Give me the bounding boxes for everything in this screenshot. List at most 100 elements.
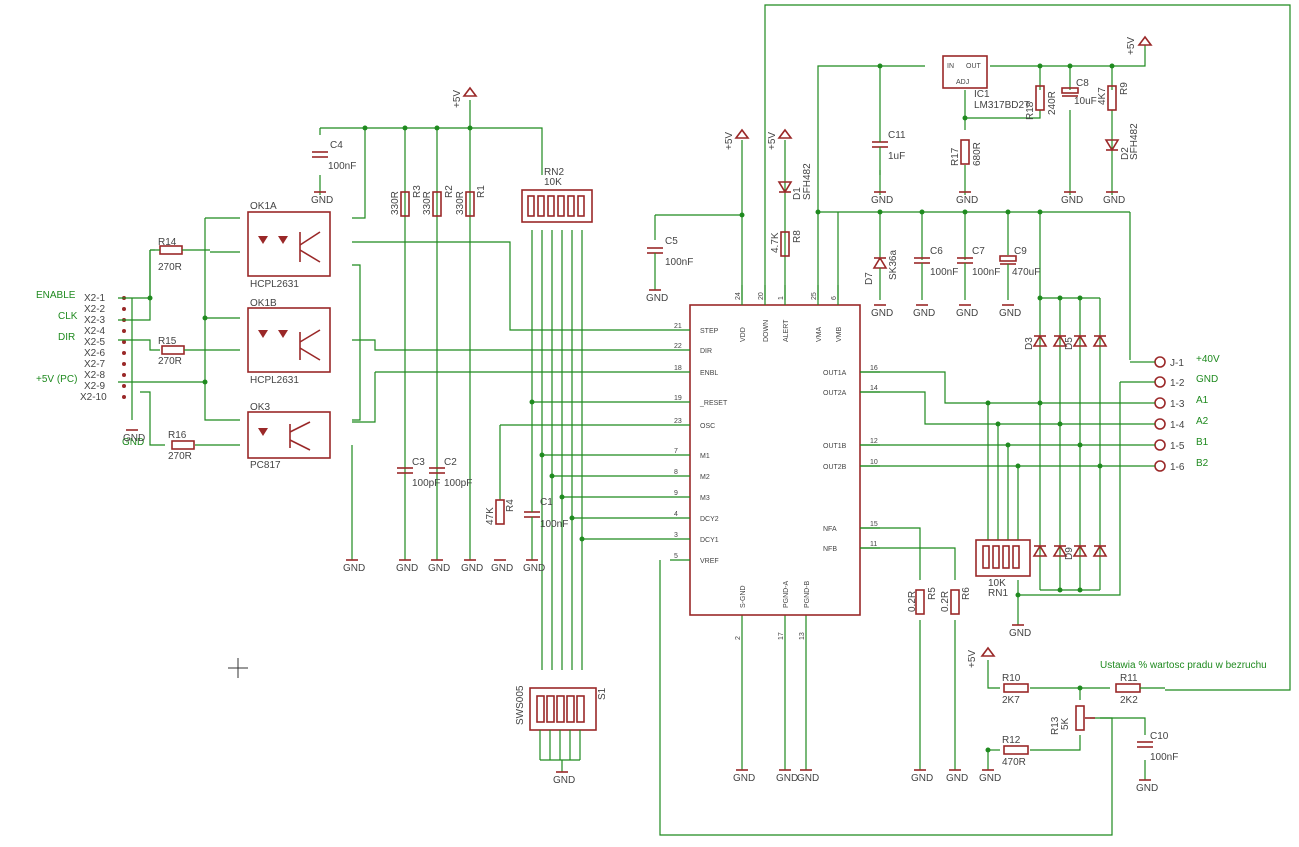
svg-text:D5: D5	[1064, 337, 1075, 350]
ic-pin-number: 21	[674, 323, 682, 330]
dip-switch-s1: S1 SWS005	[515, 685, 608, 772]
terminal-pin	[1154, 376, 1166, 388]
capacitor-c11: C11 1uF	[872, 120, 906, 175]
svg-text:C11: C11	[888, 130, 906, 141]
ic-pin-name: VDD	[740, 327, 747, 342]
svg-text:330R: 330R	[455, 191, 466, 215]
x2-pin-label: X2-10	[80, 392, 107, 403]
terminal-pin-label: J-1	[1170, 358, 1184, 369]
diode-d7: D7 SK36a	[864, 250, 899, 300]
svg-text:+5V: +5V	[724, 132, 735, 150]
x2-pin-label: X2-5	[84, 337, 106, 348]
resistor-r15: R15 270R	[158, 336, 210, 367]
capacitor-c6: C6 100nF	[914, 246, 958, 300]
resistor-r1: R1 330R	[455, 185, 487, 217]
ic-pin-number: 2	[735, 636, 742, 640]
svg-text:OK1A: OK1A	[250, 201, 277, 212]
svg-text:470R: 470R	[1002, 757, 1026, 768]
svg-text:R3: R3	[412, 185, 423, 198]
ic-pin-name: PGND-A	[783, 580, 790, 608]
diode-d1: D1 SFH482	[777, 163, 813, 200]
terminal-pin-label: 1-6	[1170, 462, 1185, 473]
svg-text:240R: 240R	[1047, 91, 1058, 115]
terminal-pin	[1154, 356, 1166, 368]
x2-pin-label: X2-6	[84, 348, 106, 359]
gnd-label: GND	[396, 563, 418, 574]
gnd-label: GND	[913, 308, 935, 319]
capacitor-c8: C8 10uF	[1061, 78, 1097, 107]
resistor-network-rn1: 10K RN1	[975, 539, 1031, 599]
regulator-ic1: IN OUT ADJ IC1 LM317BD2T	[942, 55, 1030, 111]
svg-text:R12: R12	[1002, 735, 1021, 746]
resistor-r16: R16 270R	[168, 430, 195, 462]
ic-pin-name: S-GND	[740, 585, 747, 608]
ic-pin-number: 6	[831, 296, 838, 300]
supply-5v-r9: +5V	[1126, 35, 1153, 55]
ic-pin-number: 23	[674, 418, 682, 425]
svg-text:R13: R13	[1050, 716, 1061, 735]
capacitor-c10: C10 100nF	[1137, 731, 1178, 763]
ic-pin-name: OUT2B	[823, 464, 847, 471]
svg-text:R10: R10	[1002, 673, 1021, 684]
ic-pin-number: 5	[674, 553, 678, 560]
svg-text:R4: R4	[505, 499, 516, 512]
svg-text:R1: R1	[476, 185, 487, 198]
potentiometer-r13: R13 5K	[1050, 705, 1095, 735]
annotation-idle-current: Ustawia % wartosc pradu w bezruchu	[1100, 660, 1267, 671]
svg-text:D7: D7	[864, 272, 875, 285]
resistor-r17: R17 680R	[950, 139, 983, 166]
svg-text:IN: IN	[947, 63, 954, 70]
optocoupler-ok3: OK3 PC817	[247, 402, 331, 471]
svg-text:270R: 270R	[168, 451, 192, 462]
supply-5v-r8: +5V	[767, 128, 793, 150]
gnd-label: GND	[122, 437, 144, 448]
ic-pin-number: 13	[799, 632, 806, 640]
ic-pin-number: 3	[674, 532, 678, 539]
resistor-r4: R4 47K	[485, 499, 516, 525]
gnd-label: GND	[123, 433, 145, 444]
connector-x2: X2-1 X2-2 X2-3 X2-4 X2-5 X2-6 X2-7 X2-8 …	[36, 290, 144, 448]
x2-pin-label: X2-7	[84, 359, 106, 370]
resistor-r14: R14 270R	[150, 237, 210, 273]
svg-text:100pF: 100pF	[412, 478, 440, 489]
capacitor-c7: C7 100nF	[957, 246, 1000, 300]
x2-pin-label: X2-2	[84, 304, 106, 315]
svg-text:C1: C1	[540, 497, 553, 508]
svg-text:OK3: OK3	[250, 402, 270, 413]
svg-text:LM317BD2T: LM317BD2T	[974, 100, 1030, 111]
terminal-signal-label: A1	[1196, 395, 1209, 406]
ic-pin-name: DCY2	[700, 516, 719, 523]
gnd-label: GND	[733, 773, 755, 784]
svg-text:4K7: 4K7	[1097, 87, 1108, 105]
ic-pin-name: VMB	[836, 327, 843, 343]
svg-text:D2: D2	[1120, 147, 1131, 160]
svg-text:C10: C10	[1150, 731, 1169, 742]
gnd-label: GND	[1103, 195, 1125, 206]
svg-text:R16: R16	[168, 430, 187, 441]
signal-clk: CLK	[58, 311, 78, 322]
svg-text:D3: D3	[1024, 337, 1035, 350]
gnd-label: GND	[1009, 628, 1031, 639]
svg-text:100nF: 100nF	[540, 519, 568, 530]
ic-pin-number: 20	[758, 292, 765, 300]
svg-text:470uF: 470uF	[1012, 267, 1040, 278]
gnd-label: GND	[871, 308, 893, 319]
gnd-label: GND	[428, 563, 450, 574]
ic-pin-number: 24	[735, 292, 742, 300]
terminal-pin-label: 1-3	[1170, 399, 1185, 410]
svg-text:10K: 10K	[544, 177, 562, 188]
svg-text:330R: 330R	[390, 191, 401, 215]
svg-text:270R: 270R	[158, 262, 182, 273]
wires	[131, 4, 1291, 836]
svg-text:100nF: 100nF	[328, 161, 356, 172]
svg-text:SWS005: SWS005	[515, 685, 526, 725]
signal-dir: DIR	[58, 332, 75, 343]
gnd-label: GND	[797, 773, 819, 784]
svg-text:2K2: 2K2	[1120, 695, 1138, 706]
supply-5v-r10: +5V	[967, 646, 996, 668]
terminal-pin	[1154, 397, 1166, 409]
svg-text:OUT: OUT	[966, 63, 982, 70]
svg-text:SFH482: SFH482	[1129, 123, 1140, 160]
